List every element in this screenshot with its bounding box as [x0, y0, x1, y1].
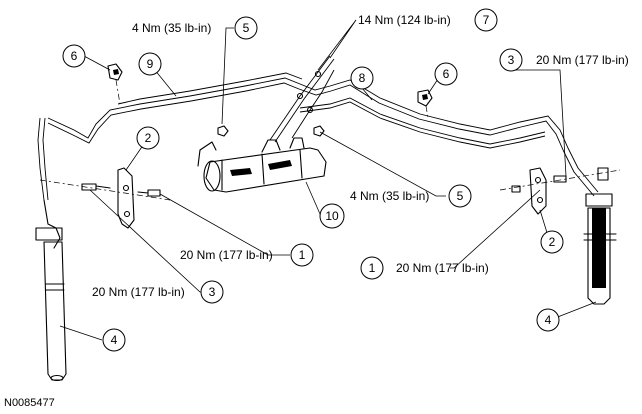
torque-label: 20 Nm (177 lb-in): [92, 285, 185, 299]
callout-number: 3: [209, 285, 216, 299]
right-filter-assembly: [583, 167, 617, 305]
callout-number: 5: [457, 189, 464, 203]
callout-10: 10: [319, 203, 345, 229]
callout-number: 9: [147, 57, 154, 71]
callout-2-right: 2: [540, 230, 564, 254]
callout-number: 4: [545, 313, 552, 327]
mid-nut: [313, 125, 325, 137]
callout-6-right: 6: [434, 62, 458, 86]
torque-label: 20 Nm (177 lb-in): [536, 53, 629, 67]
right-clip: [417, 89, 433, 119]
callout-1-left: 20 Nm (177 lb-in) 1: [180, 243, 314, 267]
leader-lines: [59, 19, 597, 341]
callout-4-left: 4: [102, 328, 126, 352]
callout-number: 1: [299, 248, 306, 262]
left-filter-assembly: [35, 199, 67, 382]
left-clip: [107, 63, 123, 105]
callout-number: 10: [325, 209, 339, 223]
callout-number: 5: [243, 21, 250, 35]
callout-1-right: 1 20 Nm (177 lb-in): [360, 256, 489, 280]
callout-3-bottom: 20 Nm (177 lb-in) 3: [92, 280, 224, 304]
callout-number: 6: [443, 67, 450, 81]
canister-connector-tubes: [269, 55, 335, 143]
callout-number: 4: [111, 333, 118, 347]
callout-number: 7: [483, 13, 490, 27]
callout-3-top: 3 20 Nm (177 lb-in): [499, 48, 629, 72]
callout-7: 14 Nm (124 lb-in) 7: [358, 8, 498, 32]
callout-2-left: 2: [136, 126, 160, 150]
torque-label: 20 Nm (177 lb-in): [396, 261, 489, 275]
callout-number: 6: [71, 49, 78, 63]
torque-label: 20 Nm (177 lb-in): [180, 248, 273, 262]
callout-6-left: 6: [62, 44, 86, 68]
left-mounting-bracket: [39, 167, 171, 229]
callout-8: 8: [350, 66, 374, 90]
callout-number: 2: [549, 235, 556, 249]
figure-code: N0085477: [4, 397, 55, 409]
callout-5-mid: 4 Nm (35 lb-in) 5: [350, 184, 472, 208]
tube-assembly: [37, 72, 599, 201]
torque-label: 14 Nm (124 lb-in): [358, 13, 451, 27]
torque-label: 4 Nm (35 lb-in): [132, 21, 211, 35]
callout-9: 9: [138, 52, 162, 76]
right-mounting-bracket: [499, 167, 621, 215]
top-nut: [217, 125, 229, 137]
callout-number: 2: [145, 131, 152, 145]
canister: [197, 137, 327, 193]
callout-number: 8: [359, 71, 366, 85]
callout-number: 3: [508, 53, 515, 67]
callout-number: 1: [369, 261, 376, 275]
callout-4-right: 4: [536, 308, 560, 332]
torque-label: 4 Nm (35 lb-in): [350, 189, 429, 203]
callout-5-top: 4 Nm (35 lb-in) 5: [132, 16, 258, 40]
